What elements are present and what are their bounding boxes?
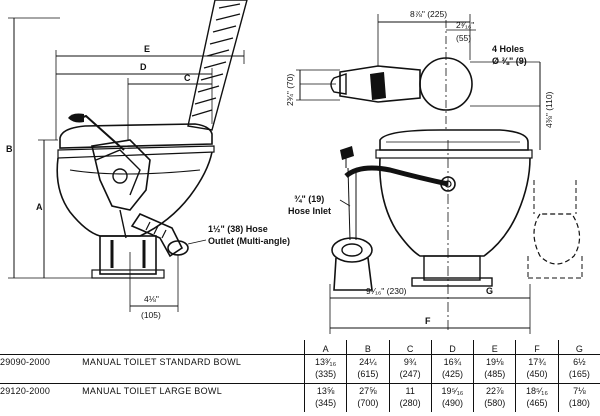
cell-inch: 24¼	[346, 354, 390, 370]
col-header-e: E	[473, 340, 516, 355]
spec-table: A B C D E F G 29090-2000 MANUAL TOILET S…	[0, 340, 600, 416]
cell-inch: 7⅛	[557, 383, 600, 399]
pump-assembly	[68, 113, 189, 258]
cell-mm: (580)	[473, 399, 516, 412]
cell-inch: 11	[388, 383, 432, 399]
dim-70: 2¾" (70)	[285, 74, 295, 106]
hose-inlet-label: Hose Inlet	[288, 206, 331, 216]
top-view	[300, 20, 540, 130]
hose-outlet-label-2: Outlet (Multi-angle)	[208, 236, 290, 246]
cell-mm: (700)	[346, 399, 390, 412]
cell-mm: (425)	[430, 370, 474, 384]
cell-mm: (345)	[303, 399, 347, 412]
dim-230: 9¹⁄₁₆" (230)	[366, 286, 407, 296]
raised-lid	[187, 0, 248, 131]
dim-55-inch: 2³⁄₁₆"	[456, 20, 474, 30]
cell-inch: 6½	[557, 354, 600, 370]
col-header-a: A	[303, 340, 347, 355]
dim-105-inch: 4⅛"	[144, 294, 159, 304]
dim-letter-e: E	[144, 44, 150, 54]
cell-inch: 22⅞	[473, 383, 516, 399]
front-view: 8⅞" (225) 2³⁄₁₆" (55) 4 Holes Ø ⅜" (9) 2…	[285, 9, 583, 334]
col-header-c: C	[388, 340, 432, 355]
side-dimensions: B A E D C 4⅛" (105)	[6, 17, 245, 320]
cell-inch: 9¾	[388, 354, 432, 370]
dim-110: 4⅜" (110)	[544, 91, 554, 128]
cell-inch: 27⅝	[346, 383, 390, 399]
col-header-d: D	[430, 340, 474, 355]
table-row: 29120-2000 MANUAL TOILET LARGE BOWL 13⅝ …	[0, 383, 600, 399]
holes-size: Ø ⅜" (9)	[492, 56, 527, 66]
front-bowl	[379, 157, 531, 257]
cell-inch: 17¾	[515, 354, 559, 370]
dim-letter-c: C	[184, 73, 191, 83]
dim-105-mm: (105)	[141, 310, 161, 320]
bowl-base	[99, 235, 157, 275]
cell-mm: (485)	[473, 370, 516, 384]
cell-mm: (165)	[557, 370, 600, 384]
seat-rim	[59, 123, 213, 149]
holes-label: 4 Holes	[492, 44, 524, 54]
front-seat	[379, 129, 529, 151]
cell-mm: (280)	[388, 399, 432, 412]
technical-drawing: B A E D C 4⅛" (105) 1½" (38) Hose Outlet…	[6, 0, 583, 334]
col-header-g: G	[557, 340, 600, 355]
cell-mm: (615)	[346, 370, 390, 384]
cell-mm: (180)	[557, 399, 600, 412]
hose-outlet-label-1: 1½" (38) Hose	[208, 224, 268, 234]
cell-mm: (490)	[430, 399, 474, 412]
cell-mm: (335)	[303, 370, 347, 384]
cell-mm: (247)	[388, 370, 432, 384]
dim-55-mm: (55)	[456, 33, 471, 43]
dim-letter-d: D	[140, 62, 147, 72]
dim-letter-f: F	[425, 316, 431, 326]
col-header-b: B	[346, 340, 390, 355]
dim-19: ¾" (19)	[294, 194, 324, 204]
dim-letter-a: A	[36, 202, 43, 212]
model-number: 29120-2000	[0, 383, 83, 399]
model-name: MANUAL TOILET LARGE BOWL	[82, 383, 305, 399]
cell-mm: (450)	[515, 370, 559, 384]
cell-mm: (465)	[515, 399, 559, 412]
col-header-f: F	[515, 340, 559, 355]
table-header-row: A B C D E F G	[0, 340, 600, 355]
table-row-mm: (345) (700) (280) (490) (580) (465) (180…	[0, 399, 600, 412]
model-number: 29090-2000	[0, 354, 83, 370]
cell-inch: 16¾	[430, 354, 474, 370]
cell-inch: 13⅝	[303, 383, 347, 399]
table-row: 29090-2000 MANUAL TOILET STANDARD BOWL 1…	[0, 354, 600, 370]
side-view: B A E D C 4⅛" (105) 1½" (38) Hose Outlet…	[6, 0, 290, 320]
cell-inch: 19⅛	[473, 354, 516, 370]
model-name: MANUAL TOILET STANDARD BOWL	[82, 354, 305, 370]
hose-inlet-fitting	[331, 167, 373, 291]
dim-letter-b: B	[6, 144, 13, 154]
dim-225: 8⅞" (225)	[410, 9, 447, 19]
cell-inch: 18⁵⁄₁₆	[515, 383, 559, 399]
dim-letter-g: G	[486, 286, 493, 296]
table-row-mm: (335) (615) (247) (425) (485) (450) (165…	[0, 370, 600, 384]
cell-inch: 19⁵⁄₁₆	[430, 383, 474, 399]
cell-inch: 13³⁄₁₆	[303, 354, 347, 370]
alternate-outlet-dashed	[533, 213, 581, 265]
